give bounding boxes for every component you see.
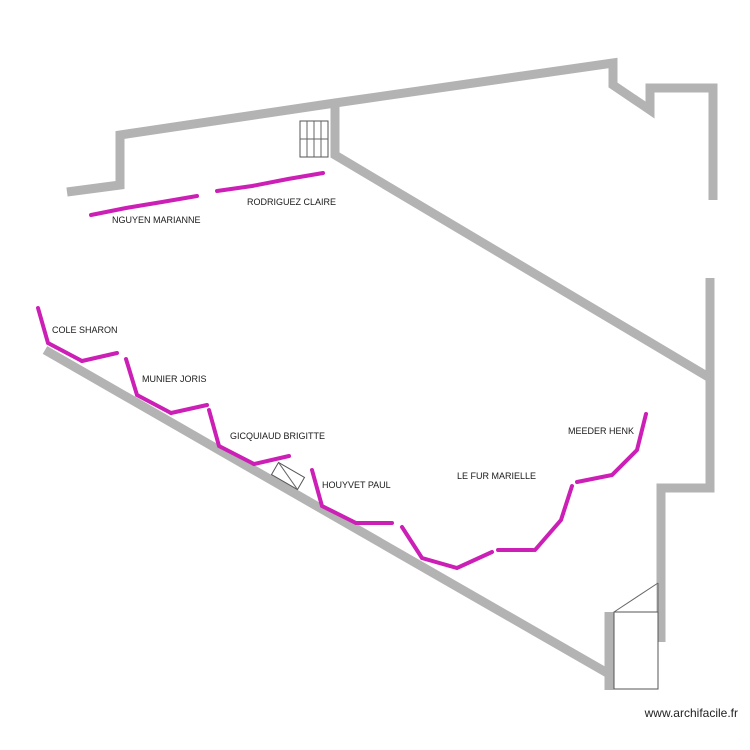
label-rodriguez: RODRIGUEZ CLAIRE (247, 197, 336, 207)
segment-nguyen (89, 194, 199, 217)
segment-cole (36, 306, 84, 363)
segment-lefur (400, 525, 494, 571)
segment-gicquiaud (207, 408, 256, 466)
walls (42, 57, 718, 690)
label-cole: COLE SHARON (52, 325, 118, 335)
label-meeder: MEEDER HENK (568, 426, 634, 436)
label-nguyen: NGUYEN MARIANNE (112, 215, 201, 225)
segment-rodriguez (215, 171, 325, 193)
stair-icon (299, 120, 329, 158)
label-munier: MUNIER JORIS (142, 374, 207, 384)
wall-bottom-diagonal (42, 346, 614, 690)
segment-gicquiaud-b (252, 454, 291, 466)
segment-cole-b (80, 351, 119, 363)
wall-interior-diagonal (330, 103, 713, 382)
occupant-labels: NGUYEN MARIANNE RODRIGUEZ CLAIRE COLE SH… (52, 197, 634, 490)
label-houyvet: HOUYVET PAUL (322, 480, 391, 490)
segment-munier (124, 357, 173, 415)
wall-top-left (66, 57, 718, 200)
bottom-segments (36, 306, 648, 571)
equipment-box-icon (270, 461, 306, 491)
top-segments (89, 171, 325, 217)
label-gicquiaud: GICQUIAUD BRIGITTE (230, 431, 325, 441)
door-icon (613, 582, 659, 690)
segment-houyvet (310, 468, 394, 525)
segment-munier-b (169, 403, 209, 415)
segment-meeder (533, 484, 574, 552)
watermark[interactable]: www.archifacile.fr (644, 706, 738, 720)
wall-right-upper (656, 278, 715, 642)
segment-meeder-b (575, 412, 648, 484)
label-lefur: LE FUR MARIELLE (457, 471, 536, 481)
